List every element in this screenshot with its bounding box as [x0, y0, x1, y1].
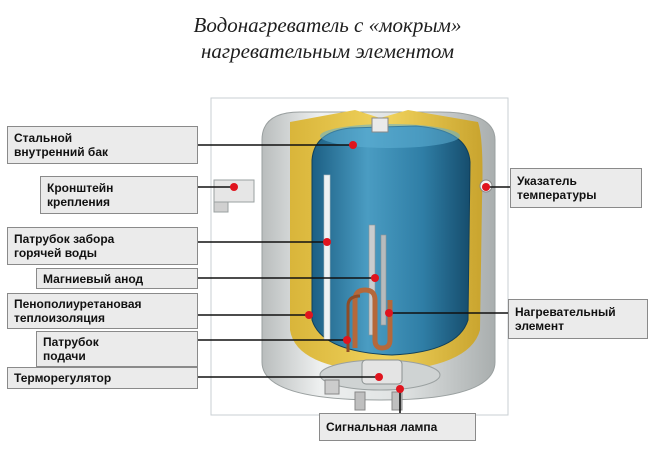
marker-dot [323, 238, 331, 246]
label-temperature-indicator: Указатель температуры [510, 168, 642, 208]
marker-dot [343, 336, 351, 344]
marker-dot [396, 385, 404, 393]
marker-dot [482, 183, 490, 191]
mounting-bracket-foot [213, 201, 229, 213]
label-heating-element: Нагревательный элемент [508, 299, 648, 339]
marker-dot [349, 141, 357, 149]
title-line-2: нагревательным элементом [201, 39, 454, 63]
inner-rod [380, 234, 387, 326]
heating-coil-back [346, 294, 361, 352]
label-signal-lamp: Сигнальная лампа [319, 413, 476, 441]
bottom-pipe-3 [391, 391, 403, 411]
heating-coil [352, 287, 393, 351]
title-line-1: Водонагреватель с «мокрым» [193, 13, 462, 37]
label-magnesium-anode: Магниевый анод [36, 268, 198, 289]
marker-dot [371, 274, 379, 282]
marker-points [230, 141, 490, 393]
bottom-pipe-2 [354, 391, 366, 411]
label-mounting-bracket: Кронштейн крепления [40, 176, 198, 214]
marker-dot [385, 309, 393, 317]
leader-lines [198, 144, 510, 418]
label-thermostat: Терморегулятор [7, 367, 198, 389]
diagram-title: Водонагреватель с «мокрым» нагревательны… [0, 12, 655, 64]
marker-dot [230, 183, 238, 191]
bottom-pipe [324, 379, 340, 395]
label-inlet-pipe: Патрубок подачи [36, 331, 198, 367]
hot-water-tube [323, 174, 331, 341]
thermostat-body [361, 359, 403, 385]
marker-dot [305, 311, 313, 319]
label-steel-inner-tank: Стальной внутренний бак [7, 126, 198, 164]
label-hot-water-outlet: Патрубок забора горячей воды [7, 227, 198, 265]
label-foam-insulation: Пенополиуретановая теплоизоляция [7, 293, 198, 329]
marker-dot [375, 373, 383, 381]
top-fitting [371, 117, 389, 133]
